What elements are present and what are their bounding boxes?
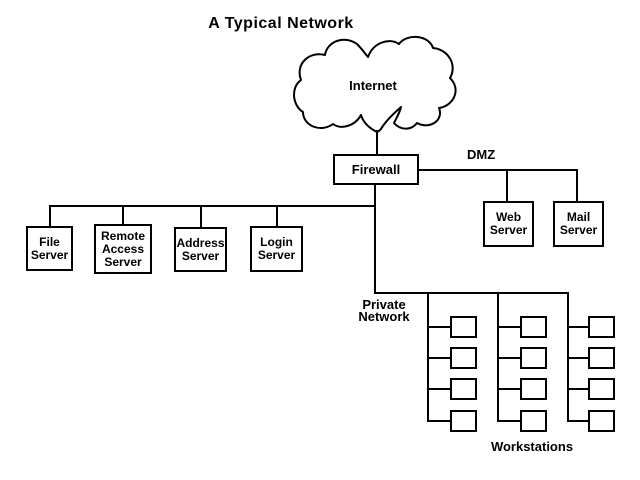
remote-access-label-line1: Remote bbox=[100, 228, 145, 243]
workstation-box bbox=[450, 347, 477, 369]
workstation-box bbox=[520, 378, 547, 400]
workstation-stub bbox=[567, 420, 588, 422]
remote-access-label-line2: Access bbox=[101, 241, 145, 256]
dmz-label: DMZ bbox=[467, 147, 496, 162]
private-network-label-line2: Network bbox=[358, 309, 410, 324]
private-network-label: Private Network bbox=[344, 297, 424, 324]
workstation-stub bbox=[497, 357, 520, 359]
workstation-stub bbox=[497, 326, 520, 328]
workstation-box bbox=[450, 316, 477, 338]
file-server-connector bbox=[49, 205, 51, 226]
firewall-box: Firewall bbox=[333, 154, 419, 185]
login-server-connector bbox=[276, 205, 278, 226]
mail-server-box: Mail Server bbox=[553, 201, 604, 247]
mail-server-connector bbox=[576, 169, 578, 201]
address-server-label-line1: Address bbox=[176, 235, 225, 250]
workstation-box bbox=[520, 316, 547, 338]
address-server-box: Address Server bbox=[174, 227, 227, 272]
remote-access-server-box: Remote Access Server bbox=[94, 224, 152, 274]
web-server-label-line2: Server bbox=[489, 223, 528, 237]
server-bus-line bbox=[49, 205, 376, 207]
diagram-title: A Typical Network bbox=[208, 15, 354, 32]
workstation-box bbox=[588, 378, 615, 400]
workstation-stub bbox=[567, 357, 588, 359]
login-server-label-line1: Login bbox=[260, 235, 293, 249]
workstation-box bbox=[520, 347, 547, 369]
file-server-box: File Server bbox=[26, 226, 73, 271]
web-server-label-line1: Web bbox=[495, 210, 522, 224]
private-network-label-line1: Private bbox=[362, 297, 406, 312]
workstation-box bbox=[520, 410, 547, 432]
login-server-box: Login Server bbox=[250, 226, 303, 272]
firewall-label: Firewall bbox=[351, 162, 401, 177]
address-server-connector bbox=[200, 205, 202, 227]
workstation-stub bbox=[427, 357, 450, 359]
file-server-label-line1: File bbox=[39, 234, 60, 249]
dmz-bus-line bbox=[419, 169, 578, 171]
file-server-label-line2: Server bbox=[30, 247, 69, 262]
workstations-label: Workstations bbox=[490, 439, 574, 454]
firewall-trunk-line bbox=[374, 185, 376, 294]
internet-label: Internet bbox=[349, 78, 397, 93]
cloud-outline bbox=[293, 36, 457, 133]
internet-firewall-connector bbox=[376, 130, 378, 155]
workstation-box bbox=[588, 410, 615, 432]
workstation-stub bbox=[567, 388, 588, 390]
private-network-bus-line bbox=[374, 292, 569, 294]
workstation-stub bbox=[567, 326, 588, 328]
web-server-connector bbox=[506, 169, 508, 201]
remote-access-connector bbox=[122, 205, 124, 224]
workstation-stub bbox=[427, 420, 450, 422]
workstation-box bbox=[450, 410, 477, 432]
workstation-stub bbox=[497, 420, 520, 422]
internet-cloud bbox=[293, 36, 457, 133]
mail-server-label-line2: Server bbox=[559, 223, 598, 237]
address-server-label-line2: Server bbox=[181, 248, 220, 263]
workstation-box bbox=[588, 347, 615, 369]
workstation-stub bbox=[497, 388, 520, 390]
workstation-box bbox=[588, 316, 615, 338]
remote-access-label-line3: Server bbox=[104, 254, 142, 269]
workstation-stub bbox=[427, 388, 450, 390]
mail-server-label-line1: Mail bbox=[566, 210, 591, 224]
workstation-stub bbox=[427, 326, 450, 328]
web-server-box: Web Server bbox=[483, 201, 534, 247]
workstation-box bbox=[450, 378, 477, 400]
login-server-label-line2: Server bbox=[257, 248, 296, 262]
